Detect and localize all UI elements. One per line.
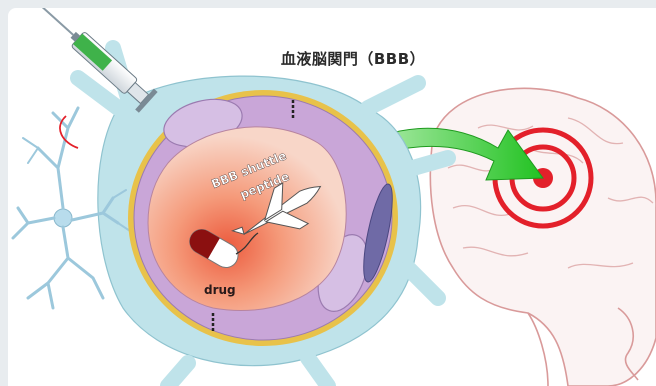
figure-card: BBB shuttle peptide drug 血液脳関門（BBB） xyxy=(8,8,656,386)
label-drug: drug xyxy=(204,283,236,297)
figure-title: 血液脳関門（BBB） xyxy=(238,48,468,69)
blood-vessel xyxy=(128,90,398,346)
